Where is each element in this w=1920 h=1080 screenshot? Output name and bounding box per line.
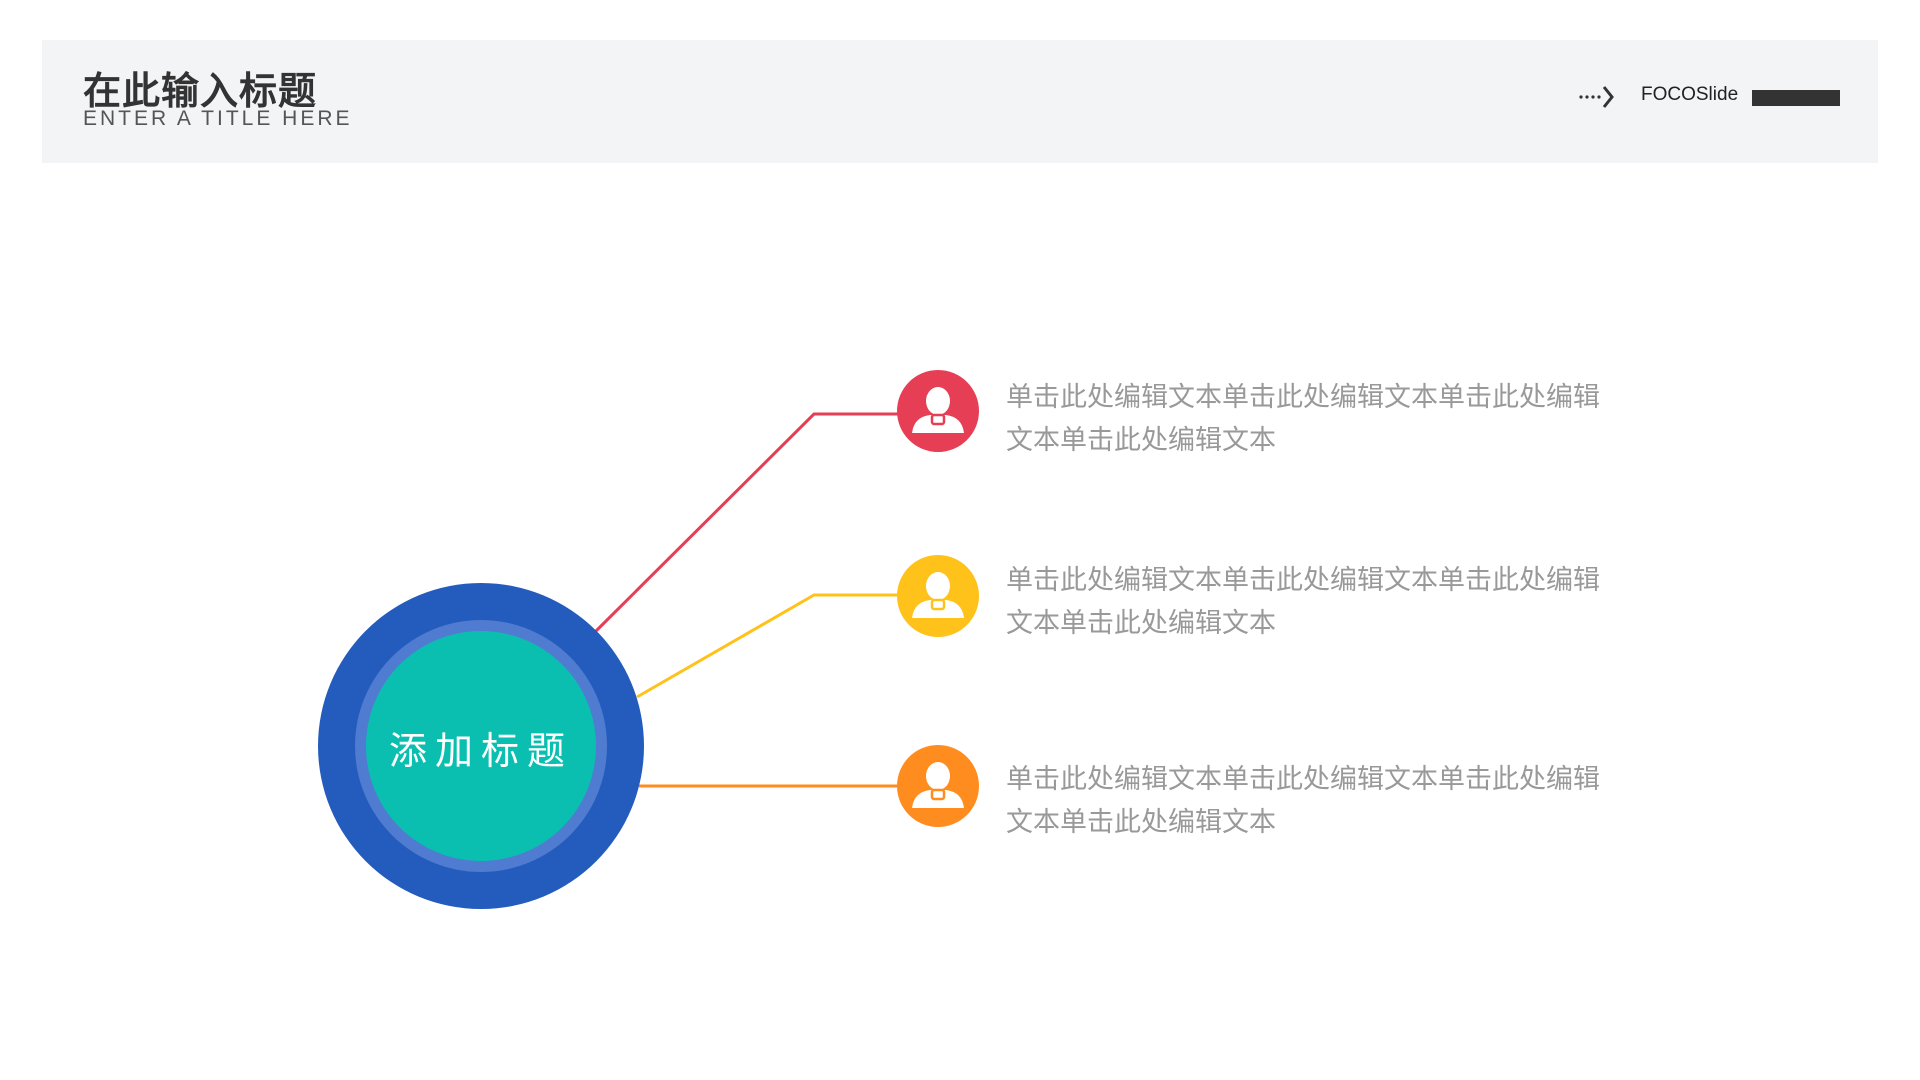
- item-text-3[interactable]: 单击此处编辑文本单击此处编辑文本单击此处编辑文本单击此处编辑文本: [1006, 764, 1600, 838]
- brand-bar: [1752, 90, 1840, 106]
- center-title: 添加标题: [388, 729, 573, 773]
- page-subtitle: ENTER A TITLE HERE: [83, 107, 353, 130]
- user-icon: [897, 370, 979, 452]
- user-icon: [897, 745, 979, 827]
- header-band: [42, 40, 1878, 163]
- page-title: 在此输入标题: [83, 69, 318, 113]
- center-inner-circle: [366, 631, 596, 861]
- brand-label: FOCOSlide: [1641, 84, 1739, 105]
- item-text-1[interactable]: 单击此处编辑文本单击此处编辑文本单击此处编辑文本单击此处编辑文本: [1006, 382, 1600, 456]
- item-text-2[interactable]: 单击此处编辑文本单击此处编辑文本单击此处编辑文本单击此处编辑文本: [1006, 565, 1600, 639]
- connector-line-2: [636, 593, 898, 699]
- connector-line-1: [594, 412, 898, 633]
- user-icon: [897, 555, 979, 637]
- dotted-arrow-right-icon: [1579, 86, 1614, 108]
